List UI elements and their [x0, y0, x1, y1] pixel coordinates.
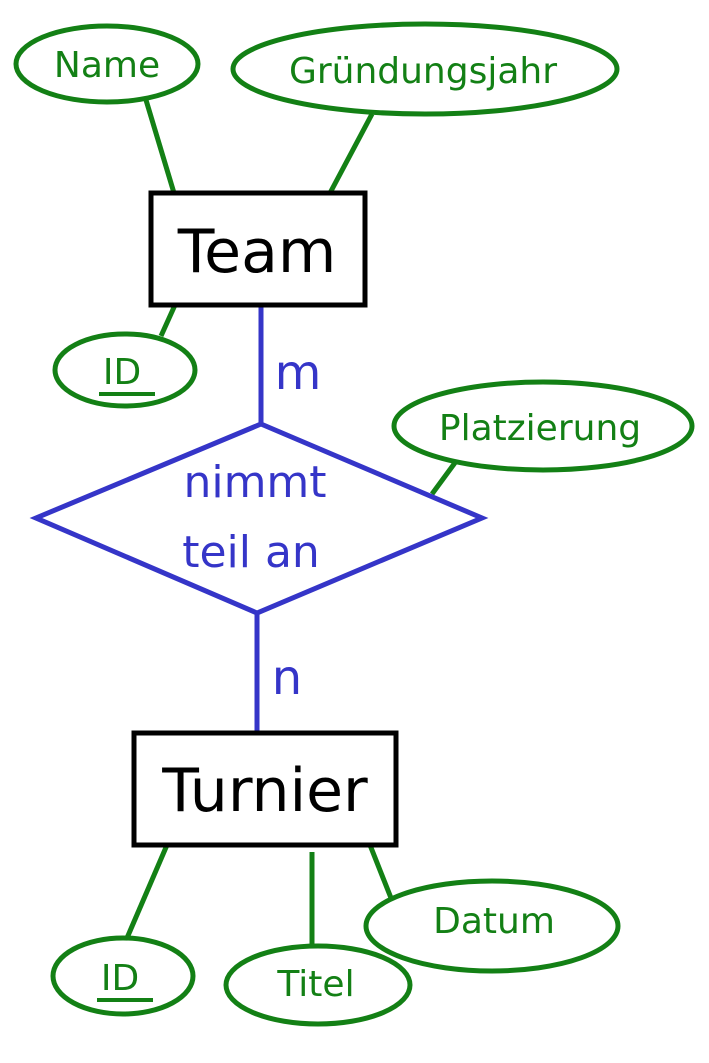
entity-team-label: Team [177, 217, 337, 287]
attribute-platzierung-ellipse [391, 379, 695, 473]
connector-platzierung [429, 458, 460, 496]
relationship-label-line1: nimmt [183, 457, 326, 508]
attribute-datum-label: Datum [433, 901, 555, 942]
entity-team-box [148, 190, 368, 308]
attribute-turnier-id-label: ID [101, 958, 139, 999]
attribute-titel: Titel [223, 943, 413, 1027]
entity-turnier-box [131, 730, 399, 848]
attribute-team-id: ID [52, 331, 198, 409]
attribute-turnier-id-ellipse [50, 935, 196, 1017]
attribute-datum: Datum [363, 878, 621, 974]
cardinality-m: m [275, 345, 322, 401]
connector-team-gruendungsjahr [327, 112, 375, 195]
entity-turnier: Turnier [131, 730, 399, 848]
relationship-connectors [254, 305, 264, 733]
attribute-gruendungsjahr-ellipse [230, 21, 620, 117]
attribute-name: Name [13, 23, 201, 105]
attribute-titel-ellipse [223, 943, 413, 1027]
connector-team-id [158, 303, 178, 338]
relationship-label-line2: teil an [182, 527, 320, 578]
attribute-gruendungsjahr: Gründungsjahr [230, 21, 620, 117]
attribute-datum-ellipse [363, 878, 621, 974]
entity-turnier-label: Turnier [161, 756, 368, 826]
attribute-team-id-ellipse [52, 331, 198, 409]
attribute-platzierung: Platzierung [391, 379, 695, 473]
attribute-name-label: Name [54, 45, 160, 86]
connector-turnier-datum [367, 844, 394, 899]
attribute-name-ellipse [13, 23, 201, 105]
entity-team: Team [148, 190, 368, 308]
relationship-diamond [29, 421, 489, 616]
attribute-platzierung-label: Platzierung [439, 408, 641, 449]
connector-turnier-id [124, 844, 170, 939]
connector-team-name [143, 99, 177, 194]
attribute-team-id-label: ID [103, 352, 141, 393]
attribute-titel-label: Titel [276, 964, 354, 1005]
cardinality-n: n [272, 650, 302, 706]
relationship-nimmt-teil-an: nimmt teil an [29, 421, 489, 616]
attribute-turnier-id: ID [50, 935, 196, 1017]
attribute-connectors [124, 99, 460, 948]
attribute-gruendungsjahr-label: Gründungsjahr [289, 51, 557, 92]
